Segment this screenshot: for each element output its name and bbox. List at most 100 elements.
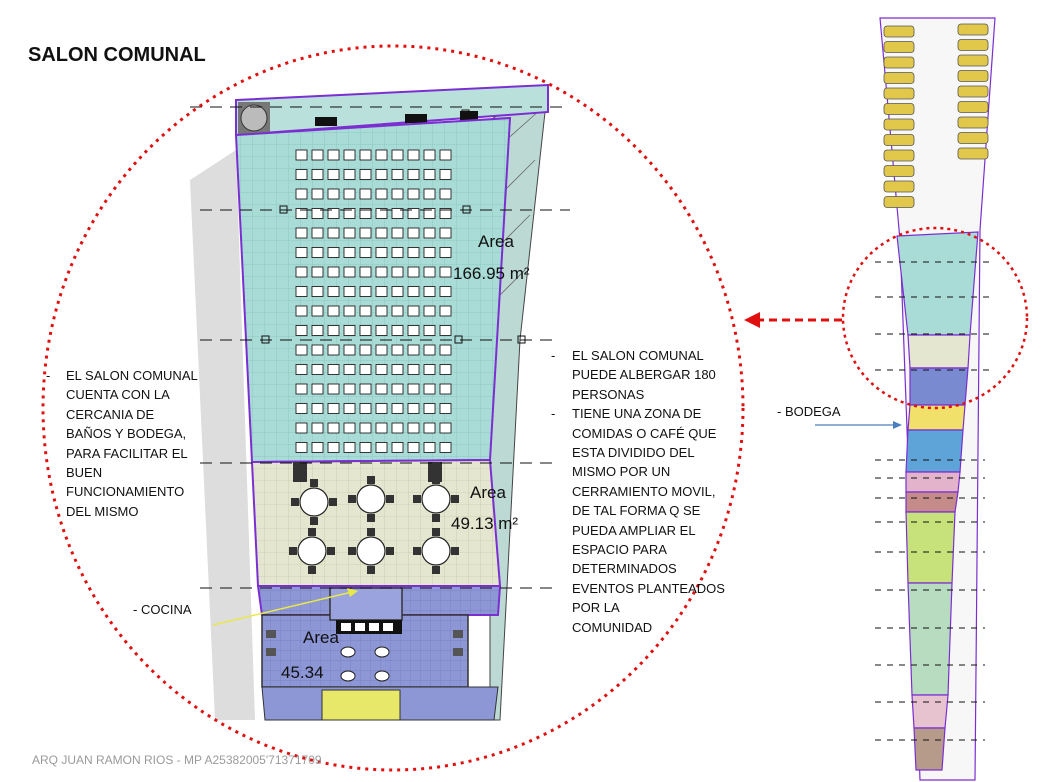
seat xyxy=(391,149,404,161)
parked-car xyxy=(957,23,989,36)
seat xyxy=(295,266,308,278)
seat xyxy=(423,227,436,239)
top-strip xyxy=(235,83,549,137)
seat xyxy=(295,403,308,414)
left-note-line: BAÑOS Y BODEGA, xyxy=(66,426,187,442)
seat xyxy=(375,383,388,395)
right-note-2-line: TIENE UNA ZONA DE xyxy=(572,406,702,422)
seat xyxy=(295,442,308,453)
right-note-2-line: MISMO POR UN xyxy=(572,464,671,480)
seat xyxy=(439,305,452,317)
right-note-2-line: CERRAMIENTO MOVIL, xyxy=(572,483,716,499)
seat xyxy=(311,325,324,336)
seat xyxy=(359,383,372,395)
seat xyxy=(407,344,420,356)
seat xyxy=(359,227,372,239)
seat xyxy=(327,247,340,258)
seat xyxy=(311,227,324,239)
salon-area-value: 166.95 m² xyxy=(453,264,530,283)
seat xyxy=(327,422,340,434)
seat xyxy=(311,208,324,219)
seat xyxy=(407,383,420,395)
seat xyxy=(375,325,388,336)
left-note-line: PARA FACILITAR EL xyxy=(66,445,188,461)
parked-car xyxy=(957,85,989,98)
seat xyxy=(423,344,436,356)
parked-car xyxy=(883,56,915,69)
seat xyxy=(327,227,340,239)
axis-lines xyxy=(190,106,570,589)
seat xyxy=(327,325,340,336)
seat xyxy=(343,247,356,258)
comidas-area-value: 49.13 m² xyxy=(451,514,519,533)
seat xyxy=(375,403,388,414)
seat xyxy=(311,305,324,317)
seat xyxy=(343,169,356,180)
parked-car xyxy=(957,116,989,129)
seat xyxy=(327,403,340,414)
seat xyxy=(343,403,356,414)
seat xyxy=(375,442,388,453)
seat xyxy=(439,208,452,219)
seat xyxy=(359,169,372,180)
seat xyxy=(343,188,356,200)
seat xyxy=(407,188,420,200)
parked-car xyxy=(957,54,989,67)
seat xyxy=(327,188,340,200)
seat xyxy=(423,188,436,200)
left-note-line: CUENTA CON LA xyxy=(66,387,170,403)
cocina-area-value: 45.34 xyxy=(281,663,324,682)
seat xyxy=(375,247,388,258)
seat xyxy=(439,266,452,278)
right-note-2-line: DETERMINADOS xyxy=(572,561,677,577)
seat xyxy=(423,208,436,219)
round-table xyxy=(348,528,394,574)
left-note-line: CERCANIA DE xyxy=(66,406,155,422)
seat xyxy=(343,383,356,395)
seat xyxy=(391,208,404,219)
seat xyxy=(343,422,356,434)
parked-car xyxy=(883,118,915,131)
seat xyxy=(343,344,356,356)
seat xyxy=(327,305,340,317)
seat xyxy=(327,286,340,297)
right-note-2-line: COMIDAS O CAFÉ QUE xyxy=(572,425,717,441)
comidas-area-label: Area xyxy=(470,483,506,502)
seat xyxy=(311,266,324,278)
left-note-line: FUNCIONAMIENTO xyxy=(66,484,185,500)
seat xyxy=(391,266,404,278)
right-note-2-line: COMUNIDAD xyxy=(572,619,653,635)
right-note-bullet-2: - xyxy=(551,406,556,421)
seat xyxy=(343,208,356,219)
seat xyxy=(295,364,308,375)
seat xyxy=(375,286,388,297)
seat xyxy=(359,364,372,375)
parked-car xyxy=(883,149,915,162)
seat xyxy=(311,383,324,395)
round-tables xyxy=(289,476,459,574)
parked-car xyxy=(957,132,989,144)
seat xyxy=(295,383,308,395)
seat xyxy=(311,188,324,200)
seat xyxy=(295,305,308,317)
seat xyxy=(423,305,436,317)
seat xyxy=(391,422,404,434)
cocina-arrow xyxy=(212,591,353,626)
seat xyxy=(375,169,388,180)
seat xyxy=(407,149,420,161)
seat xyxy=(391,188,404,200)
seat xyxy=(359,247,372,258)
seat xyxy=(311,403,324,414)
right-note-2-line: POR LA xyxy=(572,600,620,616)
seat xyxy=(359,344,372,356)
seat xyxy=(423,325,436,336)
seat xyxy=(327,208,340,219)
seat xyxy=(311,247,324,258)
seat xyxy=(391,364,404,375)
seat xyxy=(439,169,452,180)
seat xyxy=(391,383,404,395)
seat xyxy=(343,305,356,317)
left-note-line: EL SALON COMUNAL xyxy=(66,368,198,383)
